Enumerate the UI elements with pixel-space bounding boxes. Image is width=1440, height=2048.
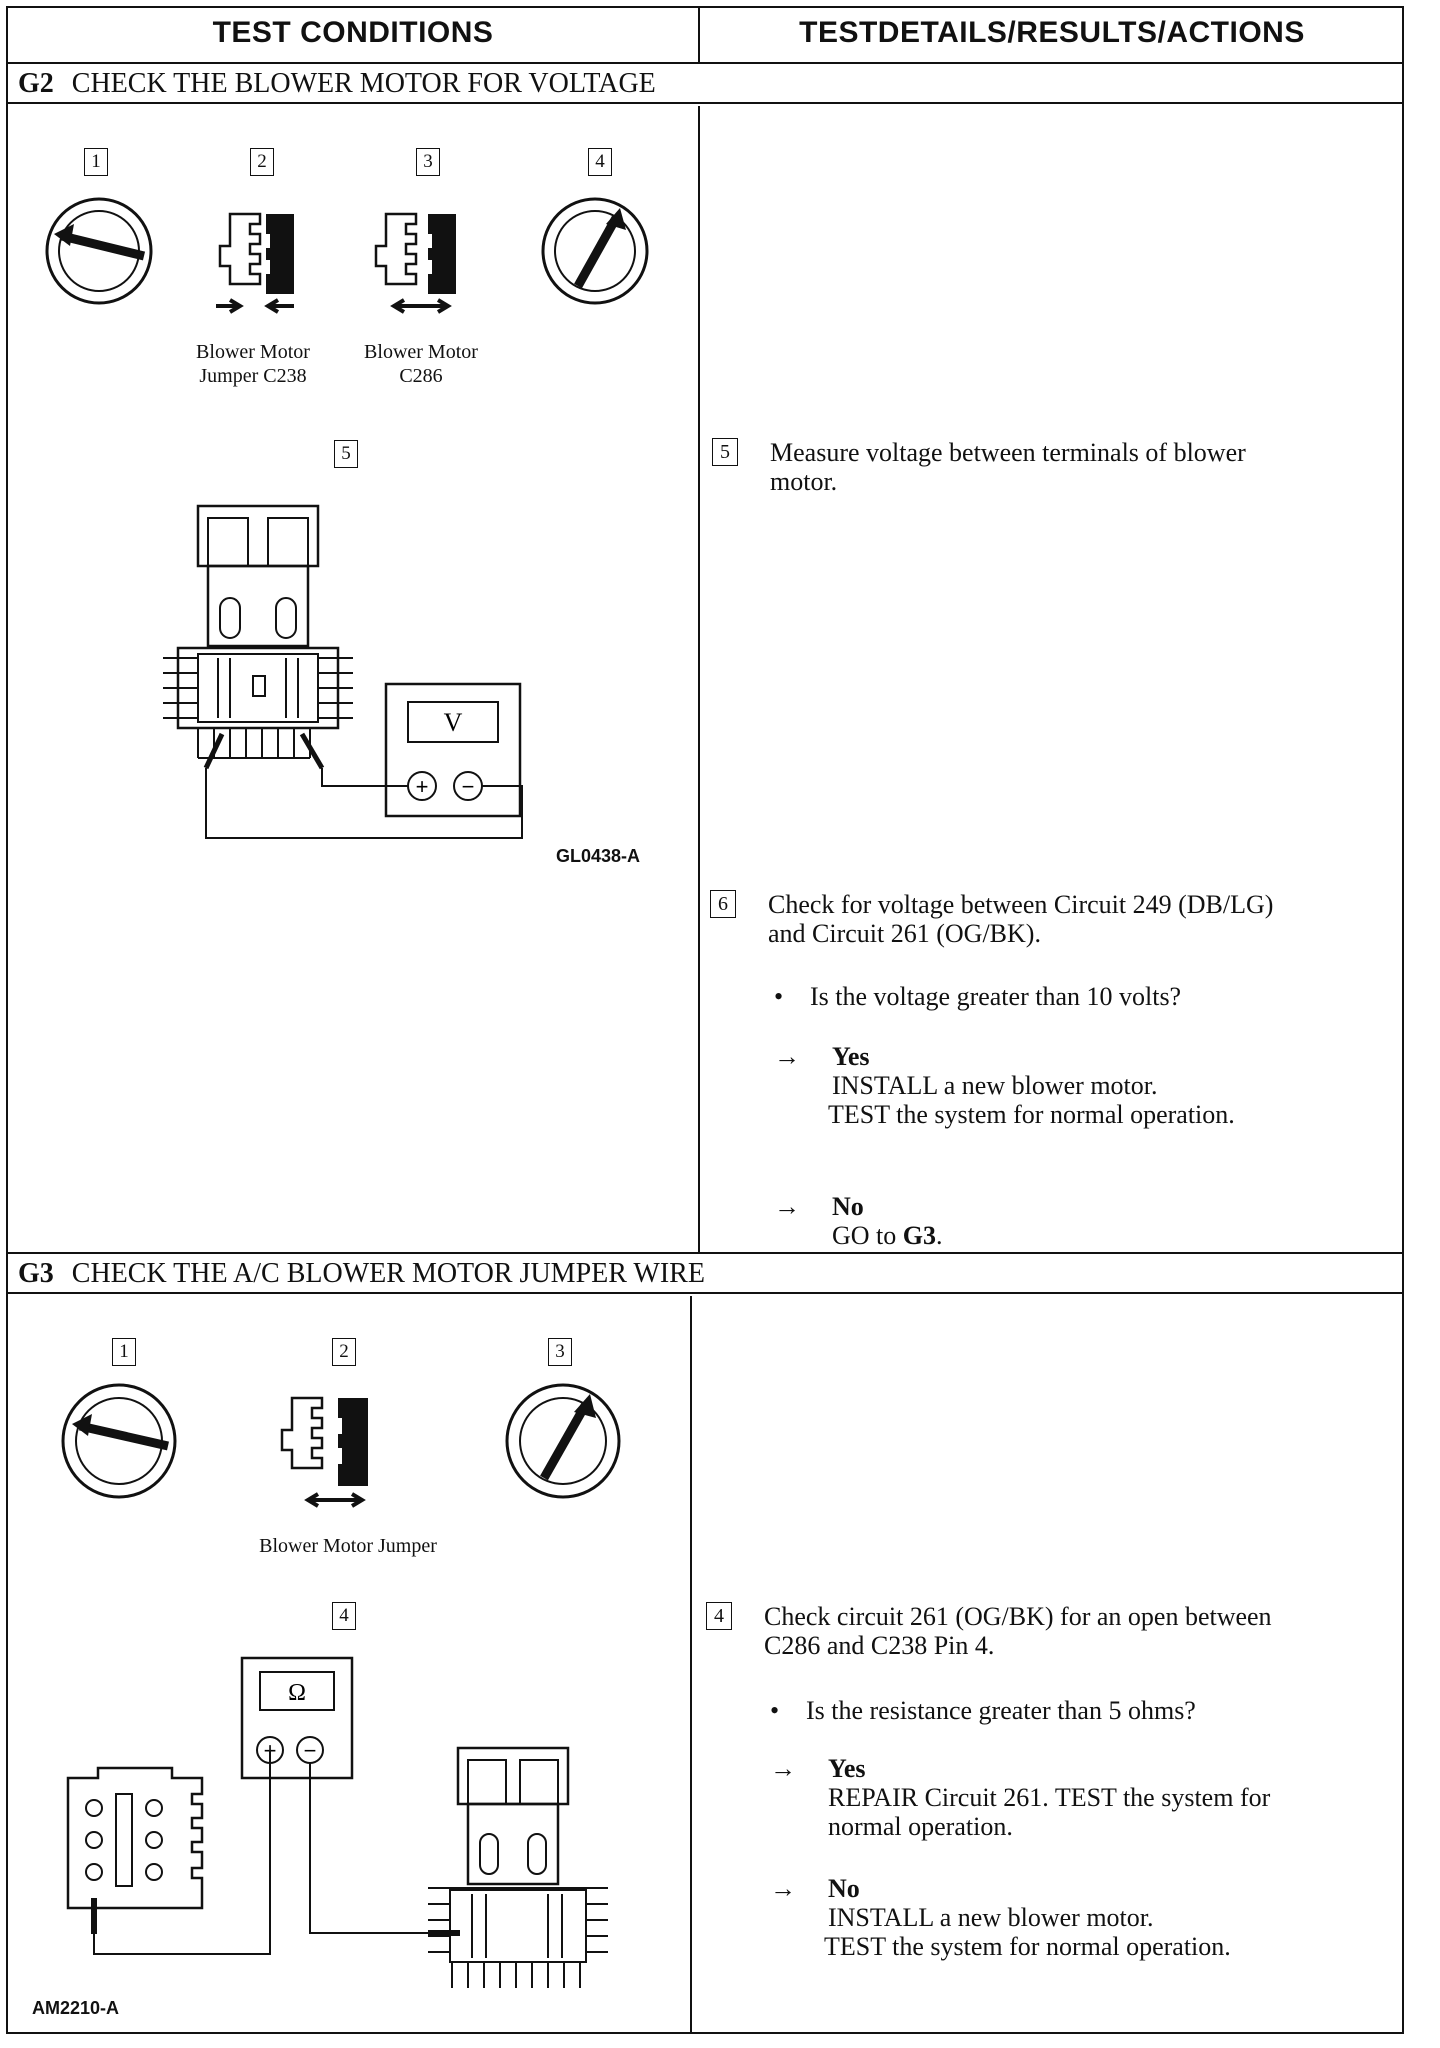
ignition-on-icon: [505, 1383, 621, 1499]
g2-step-6: 6 Check for voltage between Circuit 249 …: [710, 890, 1400, 950]
g2-answer-yes: → Yes INSTALL a new blower motor. TEST t…: [774, 1042, 1235, 1129]
section-g3-title: G3 CHECK THE A/C BLOWER MOTOR JUMPER WIRE: [8, 1254, 1402, 1294]
link-g3[interactable]: G3: [902, 1221, 937, 1250]
g3-answer-yes: → Yes REPAIR Circuit 261. TEST the syste…: [770, 1754, 1271, 1841]
section-g3-heading: CHECK THE A/C BLOWER MOTOR JUMPER WIRE: [71, 1258, 705, 1289]
column-divider-g2: [698, 106, 700, 1252]
ignition-off-icon: [45, 197, 153, 305]
connector-disconnected-icon: [374, 212, 456, 314]
caption-blower-motor-jumper: Blower Motor Jumper: [259, 1535, 437, 1557]
ignition-on-icon: [541, 197, 649, 305]
section-g2-title: G2 CHECK THE BLOWER MOTOR FOR VOLTAGE: [8, 64, 1402, 104]
connector-disconnected-icon: [280, 1396, 368, 1508]
header-test-conditions: TEST CONDITIONS: [8, 8, 700, 62]
fig-step-3: 3: [548, 1338, 572, 1366]
fig-step-4: 4: [588, 148, 612, 176]
section-g2-code: G2: [18, 68, 54, 99]
column-divider-g3: [690, 1296, 692, 2034]
fig-step-1: 1: [84, 148, 108, 176]
section-g3-code: G3: [18, 1258, 54, 1289]
step-number-box: 4: [706, 1602, 732, 1630]
figure-id-am2210: AM2210-A: [32, 1998, 120, 2018]
step-number-box: 5: [712, 438, 738, 466]
fig-step-2: 2: [250, 148, 274, 176]
header-test-details: TESTDETAILS/RESULTS/ACTIONS: [799, 16, 1305, 49]
fig-step-1: 1: [112, 1338, 136, 1366]
fig-step-3: 3: [416, 148, 440, 176]
g3-question: • Is the resistance greater than 5 ohms?: [770, 1696, 1196, 1725]
ignition-off-icon: [61, 1383, 177, 1499]
blower-motor-voltmeter-diagram: V + −: [163, 504, 523, 839]
step-number-box: 6: [710, 890, 736, 918]
jumper-ohmmeter-diagram: Ω + −: [66, 1656, 608, 1988]
g2-step-5: 5 Measure voltage between terminals of b…: [712, 438, 1392, 498]
meter-minus-label: −: [462, 774, 475, 799]
service-manual-page: TEST CONDITIONS TESTDETAILS/RESULTS/ACTI…: [6, 6, 1404, 2034]
connector-disconnected-icon: [216, 212, 294, 314]
section-divider: [8, 1252, 1402, 1254]
meter-volt-label: V: [444, 708, 463, 737]
g2-question: • Is the voltage greater than 10 volts?: [774, 982, 1182, 1011]
meter-minus-label: −: [304, 1738, 317, 1763]
caption-blower-motor-jumper-c238: Blower Motor Jumper C238: [196, 341, 310, 387]
meter-plus-label: +: [416, 774, 429, 799]
table-header: TEST CONDITIONS TESTDETAILS/RESULTS/ACTI…: [8, 8, 1402, 64]
g2-answer-no: → No GO to G3.: [774, 1192, 943, 1250]
g3-step-4: 4 Check circuit 261 (OG/BK) for an open …: [706, 1602, 1396, 1662]
section-g2-heading: CHECK THE BLOWER MOTOR FOR VOLTAGE: [71, 68, 656, 99]
fig-step-2: 2: [332, 1338, 356, 1366]
caption-blower-motor-c286: Blower Motor C286: [364, 341, 478, 387]
figure-id-gl0438: GL0438-A: [556, 846, 641, 866]
g3-answer-no: → No INSTALL a new blower motor. TEST th…: [770, 1874, 1231, 1961]
fig-step-4: 4: [332, 1602, 356, 1630]
meter-ohm-label: Ω: [288, 1680, 306, 1706]
fig-step-5: 5: [334, 440, 358, 468]
